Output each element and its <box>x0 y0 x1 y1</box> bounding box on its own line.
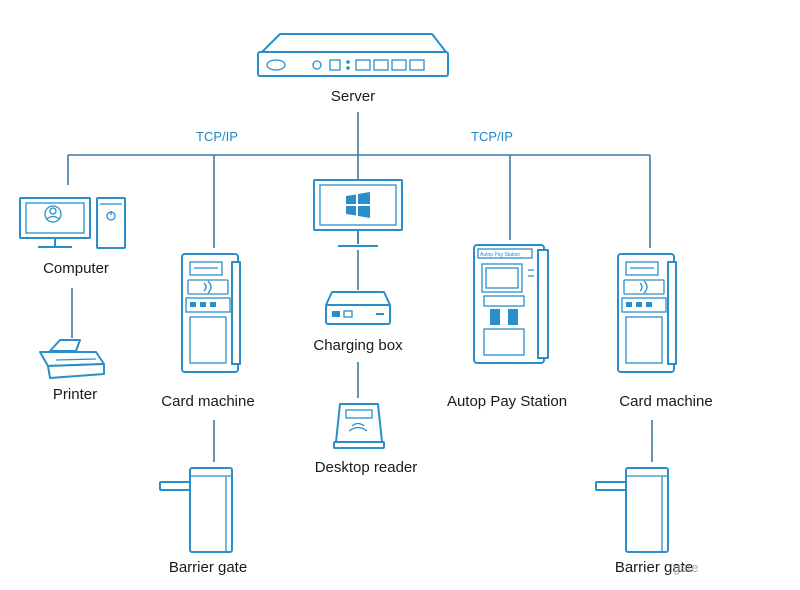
charging-box-icon <box>325 291 391 325</box>
charging-box-label: Charging box <box>313 337 403 354</box>
printer-icon <box>39 339 105 379</box>
card-machine-right-label: Card machine <box>619 393 712 410</box>
server-icon <box>257 33 449 77</box>
desktop-reader-icon <box>333 403 385 449</box>
protocol-label-right: TCP/IP <box>471 129 513 144</box>
connector-lines <box>67 112 653 462</box>
server-label: Server <box>331 88 375 105</box>
protocol-label-left: TCP/IP <box>196 129 238 144</box>
desktop-reader-label: Desktop reader <box>315 459 418 476</box>
barrier-gate-right-label: Barrier gate <box>615 559 693 576</box>
barrier-gate-left-label: Barrier gate <box>169 559 247 576</box>
card-machine-left-label: Card machine <box>161 393 254 410</box>
pay-station-screen-text: Autop Pay Station <box>480 252 520 258</box>
pay-station-label: Autop Pay Station <box>447 393 567 410</box>
printer-label: Printer <box>53 386 97 403</box>
pay-station-icon <box>473 244 549 364</box>
card-machine-left-icon <box>181 253 241 373</box>
computer-icon <box>19 197 126 249</box>
monitor-windows-icon <box>313 179 403 247</box>
computer-label: Computer <box>43 260 109 277</box>
barrier-gate-left-icon <box>159 467 233 553</box>
card-machine-right-icon <box>617 253 677 373</box>
barrier-gate-right-icon <box>595 467 669 553</box>
watermark-text: gate <box>673 560 698 575</box>
